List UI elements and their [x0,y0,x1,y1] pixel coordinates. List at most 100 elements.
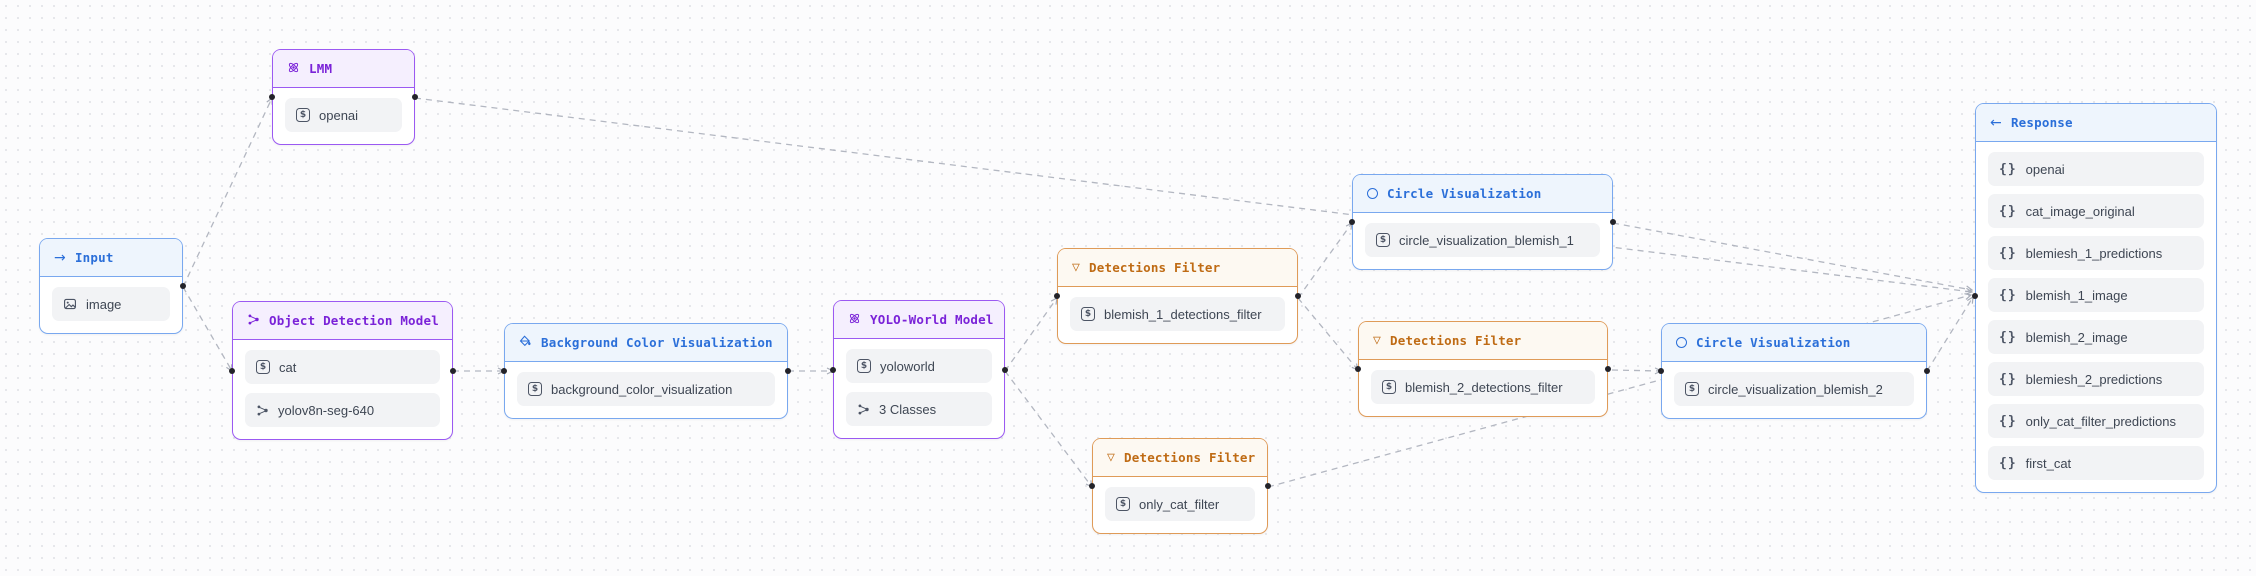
node-response-header: ← Response [1976,104,2216,142]
output-port[interactable] [1924,368,1930,374]
node-title: YOLO-World Model [870,312,994,327]
param-pill: 3 Classes [846,392,992,426]
node-lmm[interactable]: LMM $ openai [269,49,418,145]
response-field-pill: {} first_cat [1988,446,2204,480]
input-port[interactable] [229,367,235,374]
node-circle-visualization-blemish-1[interactable]: Circle Visualization $ circle_visualizat… [1349,174,1616,270]
node-title: LMM [309,61,333,76]
param-pill: $ blemish_2_detections_filter [1371,370,1595,404]
node-circle-visualization-blemish-2[interactable]: Circle Visualization $ circle_visualizat… [1658,323,1930,419]
string-icon: $ [1382,380,1396,394]
node-detections-filter-blemish-1[interactable]: ▽ Detections Filter $ blemish_1_detectio… [1054,248,1301,344]
node-title: Circle Visualization [1387,186,1542,201]
response-field-pill: {} blemiesh_1_predictions [1988,236,2204,270]
response-field-pill: {} blemish_2_image [1988,320,2204,354]
edge-filter1-filter2 [1297,297,1358,370]
braces-icon: {} [1999,287,2017,303]
braces-icon: {} [1999,371,2017,387]
arrow-left-icon: ← [1990,114,2002,131]
funnel-icon: ▽ [1107,450,1116,465]
node-bcv-header: Background Color Visualization [505,324,787,362]
node-detections-filter-only-cat[interactable]: ▽ Detections Filter $ only_cat_filter [1089,438,1271,534]
node-yolo-world-model[interactable]: YOLO-World Model $ yoloworld 3 Classes [830,300,1008,439]
string-icon: $ [1685,382,1699,396]
node-odm-header: Object Detection Model [233,302,452,340]
edge-yolo-filter1 [1004,298,1057,372]
node-background-color-visualization[interactable]: Background Color Visualization $ backgro… [501,323,791,419]
edge-circleviz2-response [1926,297,1973,372]
edge-filter1-circleviz1 [1297,223,1352,299]
param-pill: $ yoloworld [846,349,992,383]
image-icon [63,297,77,311]
node-title: Object Detection Model [269,313,439,328]
string-icon: $ [1116,497,1130,511]
output-port[interactable] [180,283,186,289]
braces-icon: {} [1999,413,2017,429]
edge-input-odm [182,286,232,371]
node-title: Input [74,250,114,265]
output-port[interactable] [785,368,791,374]
input-port[interactable] [1355,366,1361,372]
input-port[interactable] [1089,483,1095,489]
param-pill: $ only_cat_filter [1105,487,1255,521]
string-icon: $ [1376,233,1390,247]
input-port[interactable] [1349,219,1355,225]
node-filter3-header: ▽ Detections Filter [1093,439,1267,477]
output-port[interactable] [450,367,456,374]
param-pill: $ blemish_1_detections_filter [1070,297,1285,331]
string-icon: $ [296,108,310,122]
braces-icon: {} [1999,161,2017,177]
string-icon: $ [857,359,871,373]
string-icon: $ [528,382,542,396]
input-port[interactable] [269,94,275,100]
node-detections-filter-blemish-2[interactable]: ▽ Detections Filter $ blemish_2_detectio… [1355,321,1611,417]
output-port[interactable] [1295,293,1301,299]
atom-icon [287,61,300,77]
arrow-right-icon: → [54,249,66,266]
param-pill: yolov8n-seg-640 [245,393,440,427]
response-field-pill: {} only_cat_filter_predictions [1988,404,2204,438]
output-port[interactable] [1002,366,1008,373]
node-title: Detections Filter [1124,450,1256,465]
braces-icon: {} [1999,245,2017,261]
input-port[interactable] [1972,293,1978,299]
param-pill: $ circle_visualization_blemish_2 [1674,372,1914,406]
braces-icon: {} [1999,455,2017,471]
input-port[interactable] [501,368,507,374]
node-filter2-header: ▽ Detections Filter [1359,322,1607,360]
param-pill: $ background_color_visualization [517,372,775,406]
node-lmm-header: LMM [273,50,414,88]
node-title: Response [2010,115,2073,130]
param-pill: $ cat [245,350,440,384]
node-input[interactable]: → Input image [39,238,186,334]
output-port[interactable] [412,94,418,100]
edge-yolo-filter3 [1004,370,1092,487]
node-title: Detections Filter [1089,260,1221,275]
string-icon: $ [256,360,270,374]
node-response[interactable]: ← Response {} openai {} cat_image_origin… [1972,103,2217,493]
node-title: Circle Visualization [1696,335,1851,350]
output-port[interactable] [1605,366,1611,372]
input-port[interactable] [830,366,836,373]
param-pill: image [52,287,170,321]
node-title: Background Color Visualization [541,335,773,350]
output-port[interactable] [1265,483,1271,489]
input-port[interactable] [1054,293,1060,299]
braces-icon: {} [1999,203,2017,219]
edge-lmm-response [414,97,1972,292]
response-field-pill: {} blemiesh_2_predictions [1988,362,2204,396]
circle-icon [1367,188,1378,199]
network-icon [256,404,269,417]
node-yolo-header: YOLO-World Model [834,301,1004,339]
input-port[interactable] [1658,368,1664,374]
edge-input-lmm [182,98,272,288]
braces-icon: {} [1999,329,2017,345]
atom-icon [848,312,861,328]
node-filter1-header: ▽ Detections Filter [1058,249,1297,287]
node-circleviz1-header: Circle Visualization [1353,175,1612,213]
node-object-detection-model[interactable]: Object Detection Model $ cat yolov8n-seg… [229,301,456,440]
response-field-pill: {} openai [1988,152,2204,186]
output-port[interactable] [1610,219,1616,225]
node-input-header: → Input [40,239,182,277]
